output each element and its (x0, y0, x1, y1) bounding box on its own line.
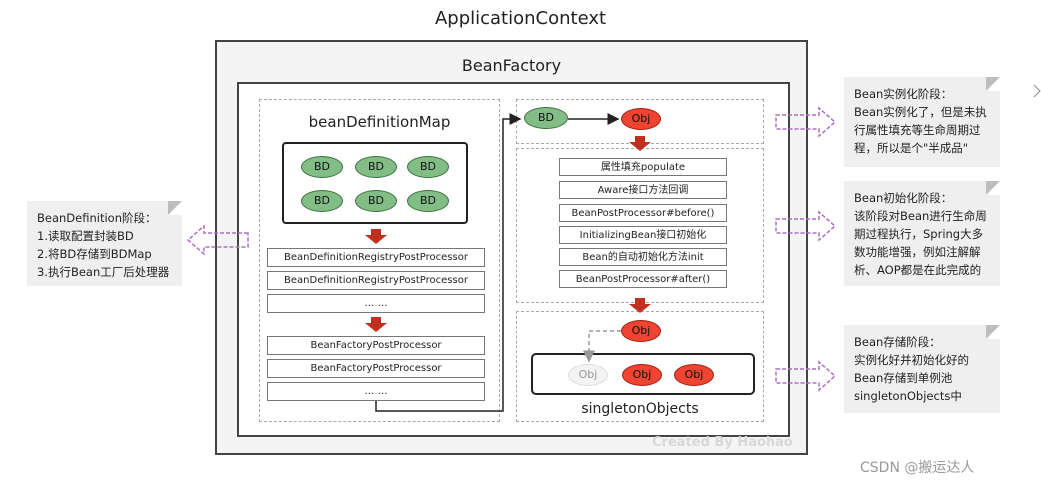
edge-chevron-icon (1033, 84, 1041, 98)
initialization-stage-note: Bean初始化阶段： 该阶段对Bean进行生命周 期过程执行，Spring大多 … (844, 181, 1000, 286)
init-step-initializing-bean: InitializingBean接口初始化 (559, 226, 727, 244)
storage-stage-note: Bean存储阶段： 实例化好并初始化好的 Bean存储到单例池 singleto… (844, 325, 1000, 413)
init-step-init-method: Bean的自动初始化方法init (559, 248, 727, 266)
registry-post-processor-ellipsis: … … (267, 294, 485, 313)
red-down-arrow-icon (365, 317, 387, 332)
red-down-arrow-icon (629, 298, 651, 313)
factory-post-processor-ellipsis: … … (267, 382, 485, 401)
definition-stage-note: BeanDefinition阶段： 1.读取配置封装BD 2.将BD存储到BDM… (27, 201, 182, 286)
singleton-pool-obj-ghost: Obj (568, 364, 608, 386)
obj-to-pool-dashed-arrow (583, 330, 621, 363)
bd-node: BD (355, 156, 397, 178)
factory-post-processor-row: BeanFactoryPostProcessor (267, 336, 485, 355)
note-fold-corner (986, 77, 1000, 91)
csdn-watermark: CSDN @搬运达人 (860, 460, 975, 476)
right-pointing-hollow-arrow-icon (775, 106, 837, 138)
note-fold-corner (986, 325, 1000, 339)
instantiate-obj-node: Obj (621, 108, 661, 130)
instantiate-bd-node: BD (524, 107, 568, 129)
right-pointing-hollow-arrow-icon (775, 210, 837, 242)
init-step-bpp-before: BeanPostProcessor#before() (559, 204, 727, 222)
red-down-arrow-icon (629, 136, 651, 151)
bd-node: BD (407, 190, 449, 212)
registry-post-processor-row: BeanDefinitionRegistryPostProcessor (267, 248, 485, 267)
note-fold-corner (986, 181, 1000, 195)
note-fold-corner (168, 201, 182, 215)
singleton-pool-obj: Obj (622, 364, 662, 386)
singleton-pool-obj: Obj (674, 364, 714, 386)
init-step-aware: Aware接口方法回调 (559, 181, 727, 199)
right-pointing-hollow-arrow-icon (775, 360, 837, 392)
instantiation-stage-note: Bean实例化阶段： Bean实例化了，但是未执 行属性填充等生命周期过 程，所… (844, 77, 1000, 167)
created-by-watermark: Created By Haohao (652, 435, 793, 450)
left-pointing-hollow-arrow-icon (186, 224, 249, 256)
bd-node: BD (301, 190, 343, 212)
registry-post-processor-row: BeanDefinitionRegistryPostProcessor (267, 271, 485, 290)
init-step-populate: 属性填充populate (559, 158, 727, 176)
application-context-title: ApplicationContext (434, 8, 607, 29)
definition-to-instantiation-arrow (375, 113, 522, 412)
singleton-incoming-obj: Obj (621, 320, 661, 342)
bd-node: BD (301, 156, 343, 178)
bd-node: BD (407, 156, 449, 178)
bd-node: BD (355, 190, 397, 212)
bean-definition-map-title: beanDefinitionMap (308, 113, 451, 131)
singleton-objects-title: singletonObjects (581, 401, 699, 417)
init-step-bpp-after: BeanPostProcessor#after() (559, 270, 727, 288)
red-down-arrow-icon (365, 229, 387, 244)
bean-factory-title: BeanFactory (461, 56, 562, 75)
factory-post-processor-row: BeanFactoryPostProcessor (267, 359, 485, 378)
